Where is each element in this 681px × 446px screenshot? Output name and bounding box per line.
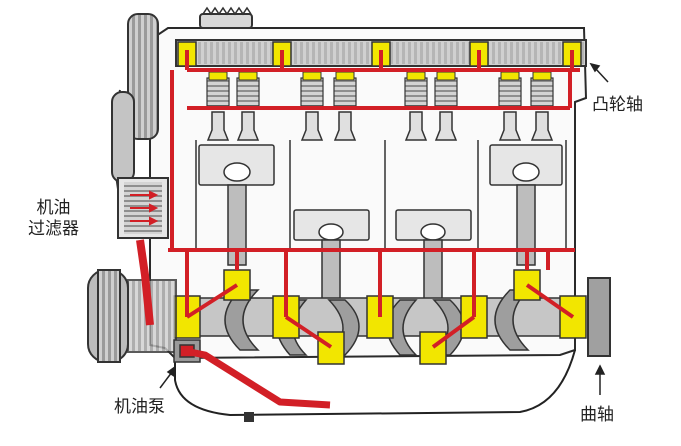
crankshaft-label: 曲轴 [580, 405, 614, 425]
oil-filter-label-line2: 过滤器 [28, 219, 79, 239]
oil-filter-flow-arrows [130, 190, 159, 226]
oil-filter-label: 机油 过滤器 [28, 198, 79, 240]
valve-lifters [208, 71, 552, 81]
cylinder-walls [195, 140, 567, 250]
label-arrows [159, 62, 609, 395]
valve-springs [206, 77, 554, 107]
engine-block [149, 27, 588, 360]
oil-pump-label: 机油泵 [114, 397, 165, 417]
crank-pulley [87, 269, 177, 363]
camshaft-label: 凸轮轴 [592, 95, 643, 115]
oil-filter-label-line1: 机油 [36, 198, 71, 218]
timing-cover [111, 13, 159, 211]
oil-pan [174, 349, 576, 417]
oil-filler-cap [199, 6, 253, 29]
flywheel [587, 277, 611, 357]
oil-drain-plug [244, 412, 254, 422]
valves [206, 111, 554, 141]
oil-flow-paths [136, 50, 580, 409]
